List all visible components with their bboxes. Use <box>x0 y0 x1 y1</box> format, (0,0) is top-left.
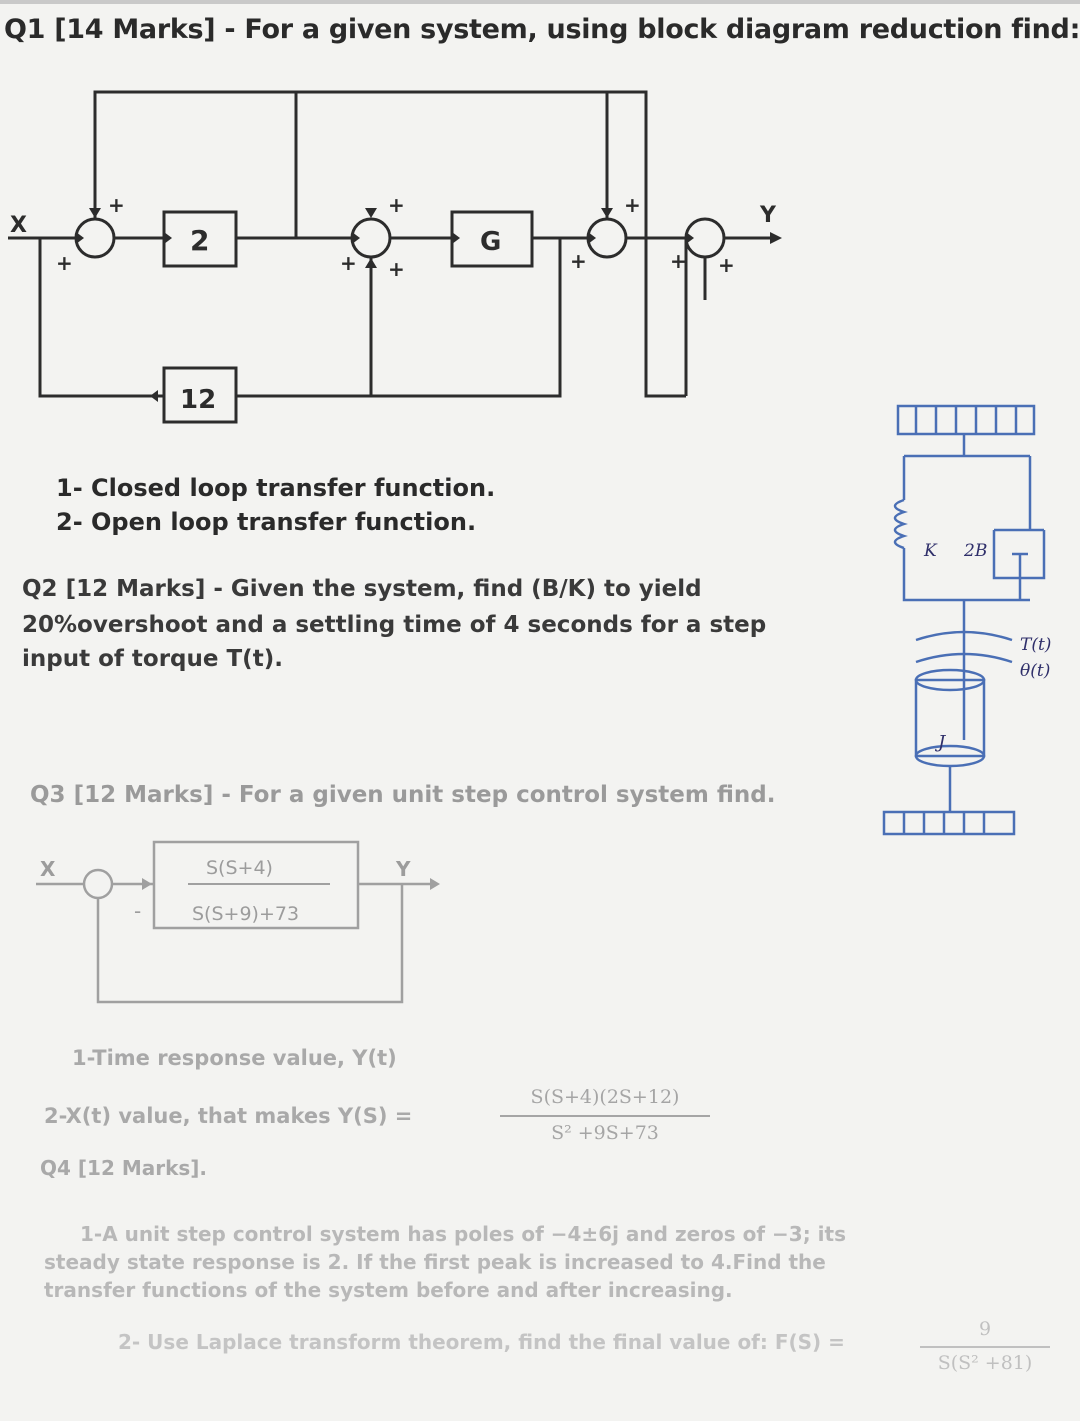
plus-sign-3: + <box>388 193 405 217</box>
plus-sign-7: + <box>570 249 587 273</box>
q1-item-1: 1- Closed loop transfer function. <box>56 474 496 502</box>
plus-sign-2: + <box>56 251 73 275</box>
top-border <box>0 0 1080 4</box>
q1-item-2: 2- Open loop transfer function. <box>56 508 477 536</box>
q3-item-2-numerator: S(S+4)(2S+12) <box>530 1086 680 1108</box>
top-wall <box>896 404 1036 436</box>
q3-item-2-prefix: 2-X(t) value, that makes Y(S) = <box>44 1104 413 1128</box>
damper-label: 2B <box>963 541 987 561</box>
q3-item-2-denominator: S² +9S+73 <box>551 1122 659 1144</box>
q1-title: Q1 [14 Marks] - For a given system, usin… <box>4 14 1080 45</box>
q3-input-label: X <box>40 857 56 881</box>
q2-title-line-1: Q2 [12 Marks] - Given the system, find (… <box>22 576 702 602</box>
angle-label: θ(t) <box>1020 661 1050 681</box>
q2-title-line-2: 20%overshoot and a settling time of 4 se… <box>22 612 767 638</box>
plus-sign-8: + <box>670 249 687 273</box>
q3-output-label: Y <box>395 857 411 881</box>
q4-item-1-line-1: 1-A unit step control system has poles o… <box>80 1222 846 1246</box>
q3-numerator: S(S+4) <box>206 857 273 879</box>
q3-fraction-bar <box>500 1115 710 1117</box>
torque-label: T(t) <box>1020 635 1051 655</box>
q4-title: Q4 [12 Marks]. <box>40 1156 208 1180</box>
q4-item-2-prefix: 2- Use Laplace transform theorem, find t… <box>118 1330 845 1354</box>
q4-item-1-line-2: steady state response is 2. If the first… <box>44 1250 826 1274</box>
spring-label: K <box>923 541 938 561</box>
plus-sign-6: + <box>624 193 641 217</box>
q4-item-1-line-3: transfer functions of the system before … <box>44 1278 733 1302</box>
q1-input-label: X <box>10 213 27 238</box>
bottom-wall <box>882 810 1016 836</box>
inertia-label: J <box>934 732 947 753</box>
q1-output-label: Y <box>759 203 777 228</box>
q2-title-line-3: input of torque T(t). <box>22 646 283 672</box>
q3-denominator: S(S+9)+73 <box>192 903 299 925</box>
plus-sign-1: + <box>108 193 125 217</box>
plus-sign-9: + <box>718 253 735 277</box>
block-12-label: 12 <box>180 385 216 415</box>
block-g-label: G <box>480 227 501 257</box>
plus-sign-4: + <box>340 251 357 275</box>
q3-item-1: 1-Time response value, Y(t) <box>72 1046 397 1070</box>
q3-title: Q3 [12 Marks] - For a given unit step co… <box>30 782 776 808</box>
spring <box>893 498 908 550</box>
plus-sign-5: + <box>388 257 405 281</box>
q3-minus-sign: - <box>134 899 141 923</box>
q4-fraction-bar <box>920 1346 1050 1348</box>
block-2-label: 2 <box>190 224 209 257</box>
q4-item-2-denominator: S(S² +81) <box>937 1352 1033 1374</box>
q4-item-2-numerator: 9 <box>978 1318 992 1340</box>
